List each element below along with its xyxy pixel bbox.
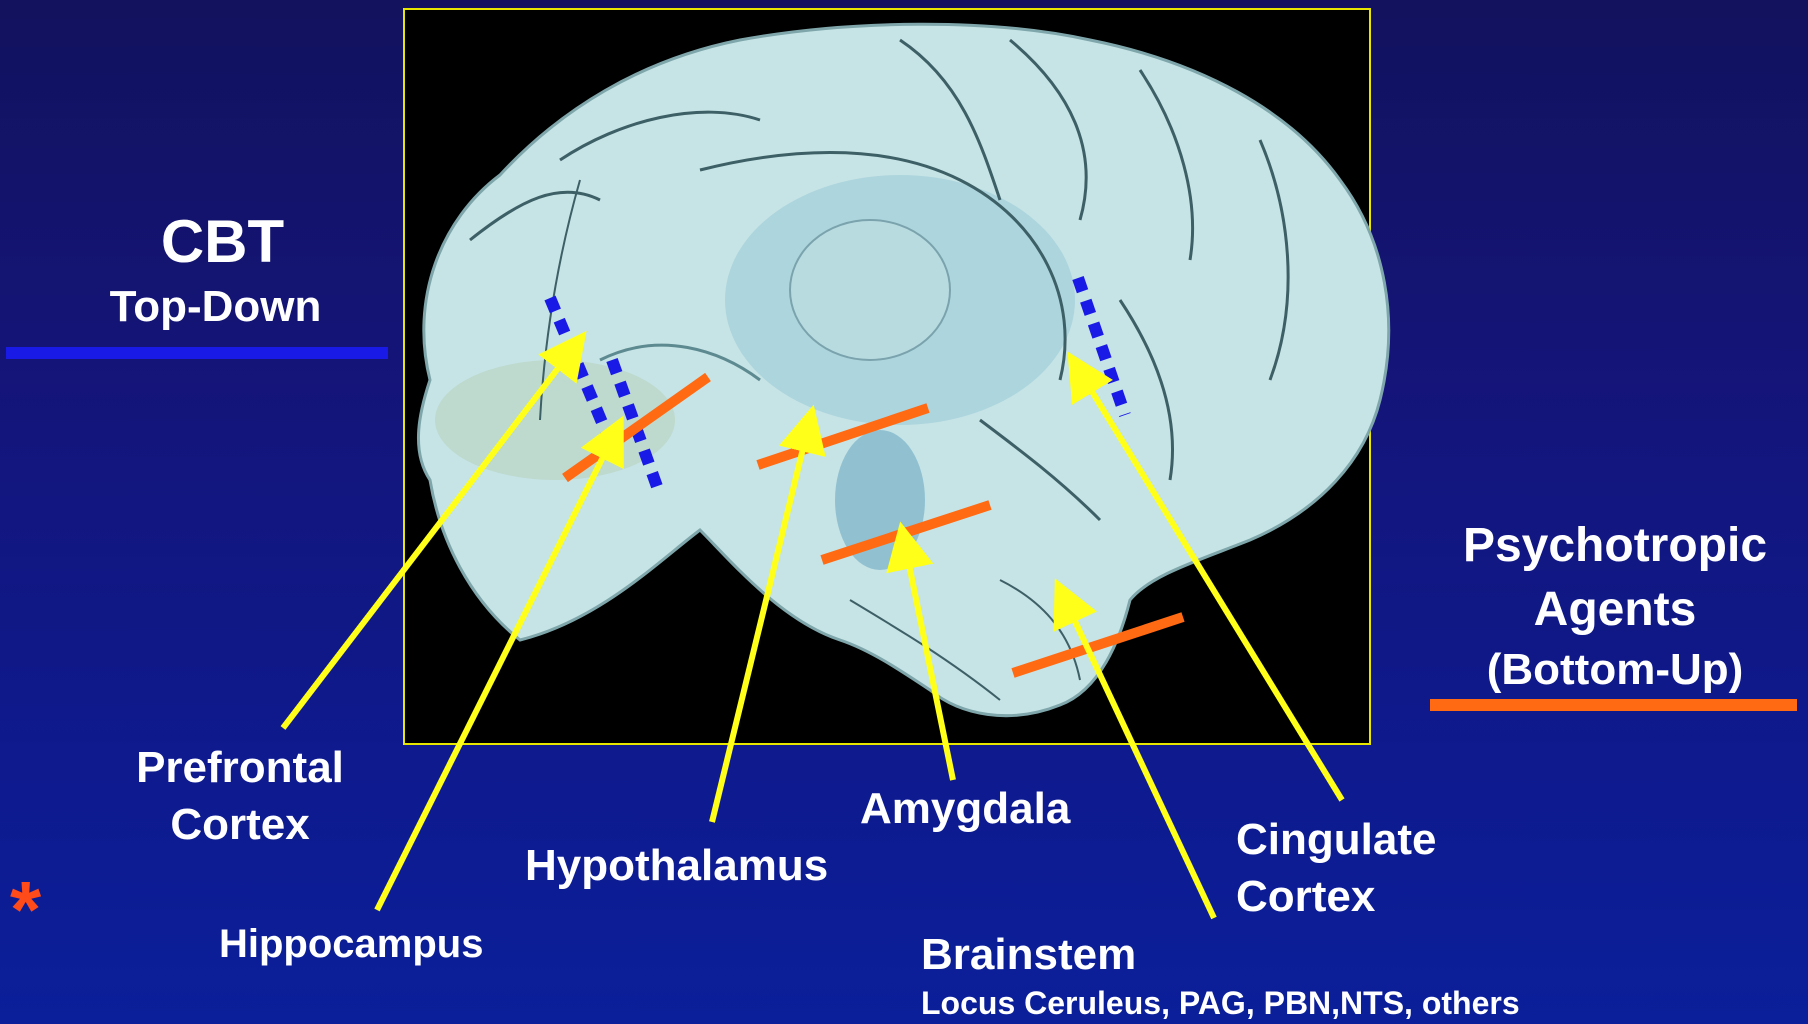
agents-label: Agents [1440, 582, 1790, 637]
psychotropic-label: Psychotropic [1440, 518, 1790, 573]
prefrontal-label-line2: Cortex [120, 800, 360, 851]
brainstem-label: Brainstem [921, 930, 1136, 981]
hypothalamus-label: Hypothalamus [525, 841, 828, 892]
prefrontal-label-line1: Prefrontal [120, 743, 360, 794]
cingulate-label-line2: Cortex [1236, 872, 1375, 923]
hippocampus-label: Hippocampus [219, 921, 483, 967]
cbt-subtitle: Top-Down [88, 282, 343, 333]
bottom-up-label: (Bottom-Up) [1440, 645, 1790, 696]
asterisk-marker: * [10, 870, 41, 950]
cingulate-label-line1: Cingulate [1236, 815, 1436, 866]
brainstem-detail: Locus Ceruleus, PAG, PBN,NTS, others [921, 985, 1520, 1022]
amygdala-label: Amygdala [860, 784, 1070, 835]
cbt-title: CBT [100, 207, 345, 276]
